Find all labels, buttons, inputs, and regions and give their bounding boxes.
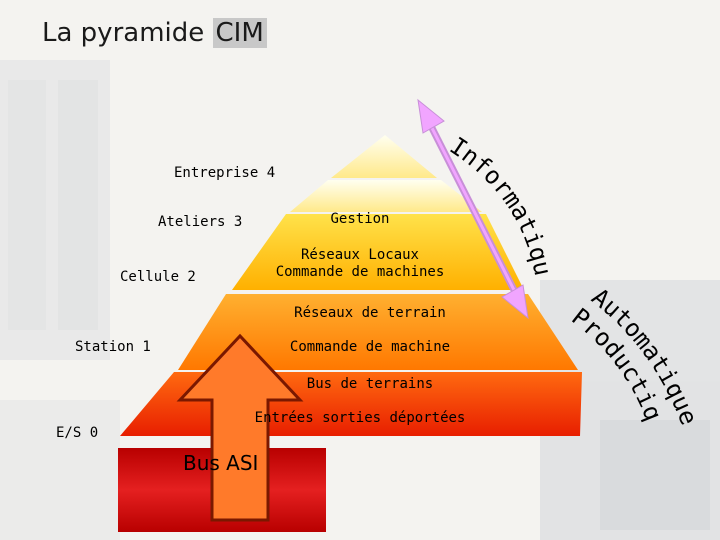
gestion-label: Gestion	[330, 211, 390, 227]
field-networks-label: Réseaux de terrain	[294, 305, 446, 321]
pyramid-tier-local-networks	[232, 214, 524, 290]
page-title: La pyramide CIM	[42, 18, 267, 48]
pyramid-tier-management	[290, 180, 482, 212]
pyramid-tier-field-networks	[178, 294, 578, 370]
remote-io-label: Entrées sorties déportées	[254, 410, 466, 426]
upward-arrow	[176, 333, 304, 522]
asi-bus-label: Bus ASI	[183, 451, 259, 475]
background-photo	[0, 60, 720, 540]
pyramid-tier-top	[331, 135, 437, 178]
level-station: Station 1	[75, 339, 151, 355]
local-networks-label: Réseaux Locaux	[300, 247, 419, 263]
field-bus-label: Bus de terrains	[306, 376, 434, 392]
level-enterprise: Entreprise 4	[174, 165, 276, 181]
title-prefix: La pyramide	[42, 18, 205, 48]
level-workshops: Ateliers 3	[158, 214, 243, 230]
title-highlight: CIM	[212, 18, 267, 48]
informatique-double-arrow	[417, 98, 529, 320]
machine-command-label: Commande de machine	[289, 339, 451, 355]
machines-command-label: Commande de machines	[275, 264, 445, 280]
level-io: E/S 0	[56, 425, 99, 441]
level-cell: Cellule 2	[120, 269, 196, 285]
